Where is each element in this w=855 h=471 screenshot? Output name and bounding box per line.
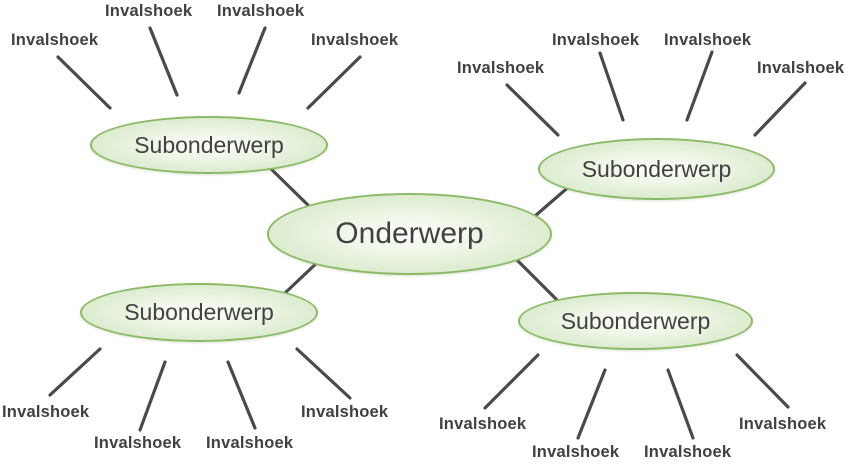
angle-label-bottom-right-3[interactable]: Invalshoek bbox=[644, 443, 732, 461]
node-subtopic-label: Subonderwerp bbox=[124, 299, 274, 325]
branch-bottom-right-1 bbox=[483, 353, 540, 410]
angle-label-top-left-3[interactable]: Invalshoek bbox=[217, 2, 305, 20]
branch-top-left-1 bbox=[56, 55, 112, 110]
node-subtopic-bottom-left[interactable]: Subonderwerp bbox=[80, 283, 318, 342]
node-subtopic-label: Subonderwerp bbox=[581, 155, 732, 182]
branch-bottom-left-1 bbox=[48, 347, 102, 397]
node-subtopic-label: Subonderwerp bbox=[560, 307, 711, 334]
angle-label-bottom-right-4[interactable]: Invalshoek bbox=[739, 415, 827, 433]
node-subtopic-top-left[interactable]: Subonderwerp bbox=[90, 116, 328, 174]
node-subtopic-label: Subonderwerp bbox=[134, 131, 284, 158]
branch-bottom-right-4 bbox=[735, 353, 790, 409]
branch-bottom-left-2 bbox=[138, 360, 167, 432]
angle-label-bottom-left-1[interactable]: Invalshoek bbox=[2, 403, 90, 421]
branch-top-right-3 bbox=[685, 50, 714, 122]
node-subtopic-top-right[interactable]: Subonderwerp bbox=[538, 138, 775, 200]
branch-bottom-right-2 bbox=[576, 368, 607, 440]
branch-bottom-left-4 bbox=[295, 347, 352, 400]
branch-bottom-right-3 bbox=[666, 368, 695, 440]
angle-label-top-right-1[interactable]: Invalshoek bbox=[457, 59, 545, 77]
branch-top-left-2 bbox=[148, 26, 179, 97]
branch-bottom-left-3 bbox=[226, 360, 257, 430]
branch-top-right-1 bbox=[505, 83, 560, 137]
branch-top-left-4 bbox=[306, 55, 362, 110]
branch-top-right-4 bbox=[753, 81, 807, 137]
node-center-topic-label: Onderwerp bbox=[335, 217, 484, 250]
angle-label-bottom-left-4[interactable]: Invalshoek bbox=[301, 403, 389, 421]
angle-label-bottom-left-3[interactable]: Invalshoek bbox=[206, 434, 294, 452]
connector-center-bottom-right bbox=[511, 254, 561, 304]
angle-label-bottom-right-2[interactable]: Invalshoek bbox=[532, 443, 620, 461]
node-center-topic[interactable]: Onderwerp bbox=[267, 193, 552, 275]
angle-label-top-right-4[interactable]: Invalshoek bbox=[757, 59, 845, 77]
angle-label-top-left-1[interactable]: Invalshoek bbox=[11, 31, 99, 49]
angle-label-bottom-left-2[interactable]: Invalshoek bbox=[94, 434, 182, 452]
angle-label-top-right-3[interactable]: Invalshoek bbox=[664, 31, 752, 49]
node-subtopic-bottom-right[interactable]: Subonderwerp bbox=[518, 292, 753, 350]
branch-top-left-3 bbox=[237, 26, 267, 95]
connector-center-top-left bbox=[263, 161, 315, 212]
angle-label-bottom-right-1[interactable]: Invalshoek bbox=[439, 415, 527, 433]
branch-top-right-2 bbox=[598, 51, 625, 122]
angle-label-top-left-4[interactable]: Invalshoek bbox=[311, 31, 399, 49]
angle-label-top-left-2[interactable]: Invalshoek bbox=[105, 2, 193, 20]
connector-center-top-right bbox=[533, 182, 574, 218]
angle-label-top-right-2[interactable]: Invalshoek bbox=[552, 31, 640, 49]
